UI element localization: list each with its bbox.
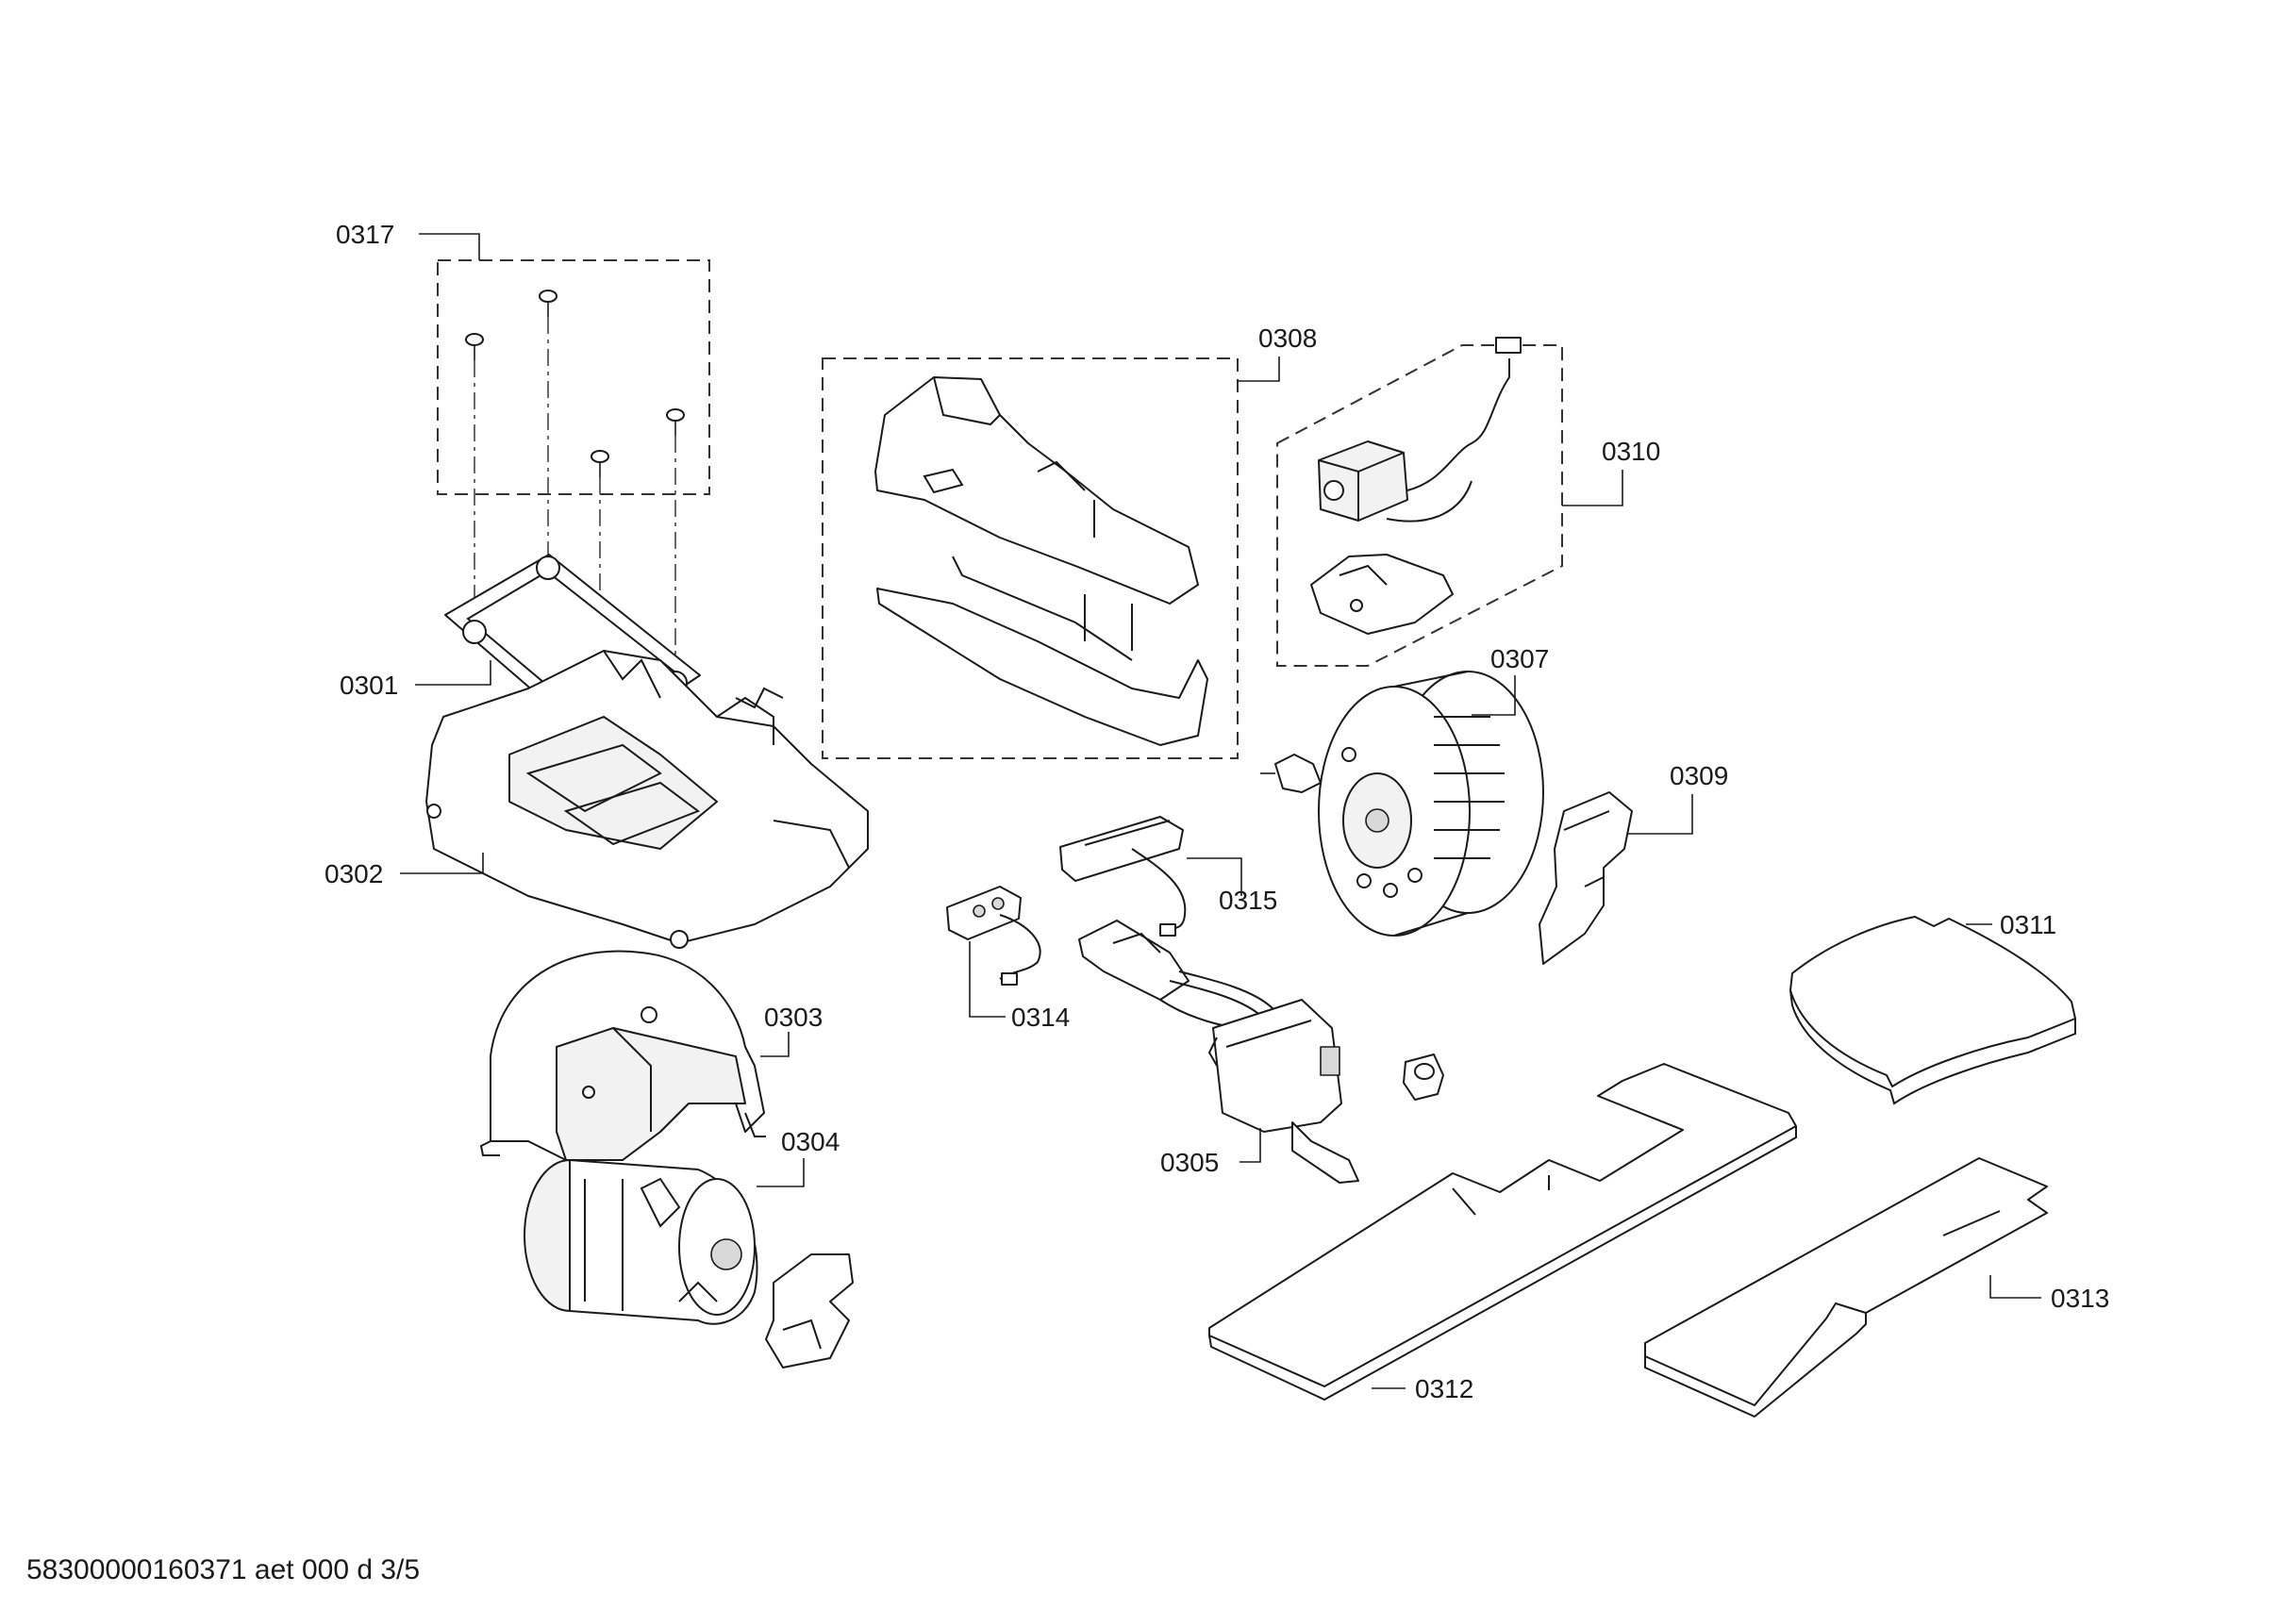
svg-text:0303: 0303	[764, 1003, 823, 1032]
screw-2	[539, 290, 557, 317]
part-0302-housing[interactable]	[425, 650, 869, 949]
svg-text:0312: 0312	[1415, 1374, 1473, 1403]
document-code: 58300000160371 aet 000 d 3/5	[26, 1554, 421, 1585]
svg-text:0317: 0317	[336, 220, 394, 249]
part-0312-foam-strip[interactable]	[1208, 1063, 1797, 1402]
part-0307-cable-reel[interactable]	[1260, 671, 1544, 937]
svg-text:0313: 0313	[2051, 1284, 2109, 1313]
svg-text:0304: 0304	[781, 1127, 840, 1156]
svg-text:0308: 0308	[1258, 323, 1317, 353]
callout-0317: 0317	[336, 220, 480, 260]
callout-0313: 0313	[1989, 1275, 2109, 1313]
part-0305-electronics[interactable]	[1078, 920, 1359, 1184]
spring-clip	[1403, 1053, 1444, 1101]
svg-text:0302: 0302	[324, 859, 383, 888]
callout-0310: 0310	[1562, 437, 1660, 506]
svg-text:0307: 0307	[1490, 644, 1549, 673]
callout-0303: 0303	[760, 1003, 823, 1057]
callout-0315: 0315	[1187, 857, 1277, 915]
part-0308-bracket-set[interactable]	[822, 357, 1239, 759]
part-0313-foam-strip[interactable]	[1644, 1157, 2048, 1418]
svg-text:0314: 0314	[1011, 1003, 1070, 1032]
part-0311-filter-pad[interactable]	[1789, 916, 2076, 1105]
group-box-0310	[1276, 344, 1563, 667]
callout-0311: 0311	[1966, 910, 2056, 939]
screw-4	[666, 408, 685, 436]
group-box-0317	[437, 259, 710, 495]
part-0317-screw-set[interactable]	[437, 259, 710, 747]
motor-bracket	[765, 1253, 854, 1368]
part-0303-motor-cover[interactable]	[479, 950, 766, 1161]
callout-0305: 0305	[1160, 1128, 1261, 1177]
part-0309-cover-plate[interactable]	[1539, 791, 1633, 965]
svg-text:0311: 0311	[2000, 910, 2056, 939]
callout-0314: 0314	[969, 941, 1070, 1032]
svg-text:0305: 0305	[1160, 1148, 1219, 1177]
svg-text:0315: 0315	[1219, 886, 1277, 915]
svg-text:0310: 0310	[1602, 437, 1660, 466]
callout-0309: 0309	[1628, 761, 1728, 835]
callout-0308: 0308	[1238, 323, 1317, 382]
callout-0301: 0301	[340, 660, 491, 700]
callout-0312: 0312	[1372, 1374, 1473, 1403]
screw-1	[465, 333, 484, 360]
part-0304-motor[interactable]	[524, 1159, 758, 1325]
group-box-0308	[822, 357, 1239, 759]
part-0315-switch[interactable]	[1059, 816, 1187, 937]
callout-0304: 0304	[757, 1127, 840, 1187]
callout-0307: 0307	[1472, 644, 1549, 716]
screw-3	[591, 450, 609, 477]
svg-text:0309: 0309	[1670, 761, 1728, 790]
callout-0302: 0302	[324, 853, 484, 888]
part-0314-socket[interactable]	[946, 886, 1041, 986]
part-0310-transformer-set[interactable]	[1276, 337, 1563, 667]
svg-text:0301: 0301	[340, 671, 398, 700]
